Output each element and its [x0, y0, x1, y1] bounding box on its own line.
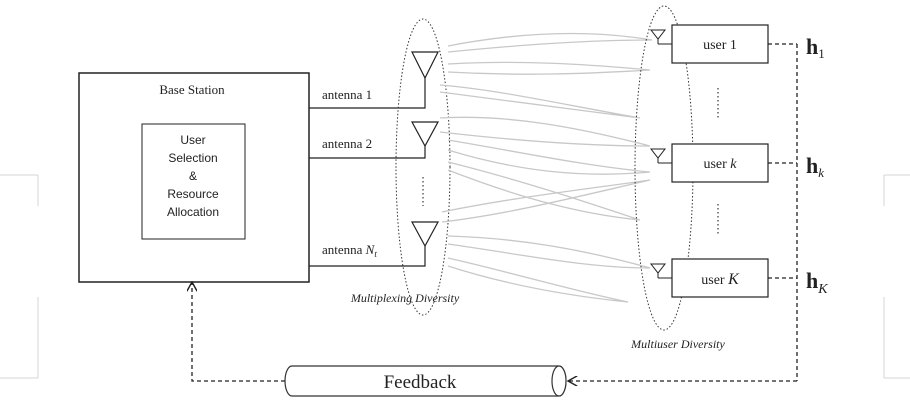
h1-label: h1 [806, 34, 825, 61]
antenna-2-icon [410, 121, 440, 148]
antenna-nt-icon [410, 221, 440, 248]
multiplexing-diversity-label: Multiplexing Diversity [350, 291, 460, 305]
scheduler-line-4: Resource [167, 187, 219, 201]
antenna-nt-label: antenna Nt [322, 242, 377, 259]
user-k-antenna-icon [649, 148, 667, 159]
antenna-1-label: antenna 1 [322, 87, 372, 102]
antenna-1-feed [309, 78, 426, 109]
feedback-to-base-dashed [192, 282, 285, 382]
scheduler-line-1: User [180, 133, 205, 147]
antenna-2-feed [309, 142, 426, 159]
antenna-2-label: antenna 2 [322, 136, 372, 151]
user-k-label: user k [703, 157, 737, 172]
user-K-group: user K [649, 258, 769, 298]
antenna-nt-feed [309, 246, 426, 267]
feedback-pipe [284, 365, 567, 397]
beam-lobes [439, 32, 653, 303]
user-1-box [671, 24, 769, 64]
user-1-antenna-icon [649, 29, 667, 40]
multiuser-diversity-label: Multiuser Diversity [630, 337, 725, 351]
antenna-1-icon [411, 51, 439, 80]
user-1-label: user 1 [703, 38, 737, 53]
scheduler-line-2: Selection [168, 151, 217, 165]
feedback-label: Feedback [384, 372, 457, 393]
user-1-group: user 1 [649, 24, 769, 64]
user-k-box [671, 143, 769, 183]
base-station-title: Base Station [159, 82, 225, 97]
scheduler-box [141, 123, 246, 240]
hk-label: hk [806, 153, 824, 180]
user-k-group: user k [649, 143, 769, 183]
user-K-antenna-icon [649, 263, 667, 274]
user-K-label: user K [701, 271, 740, 288]
antenna-cluster-ellipse [395, 18, 451, 316]
scheduler-line-3: & [189, 169, 197, 183]
user-K-box [671, 258, 769, 298]
hK-label: hK [806, 268, 828, 297]
scheduler-line-5: Allocation [167, 205, 219, 219]
